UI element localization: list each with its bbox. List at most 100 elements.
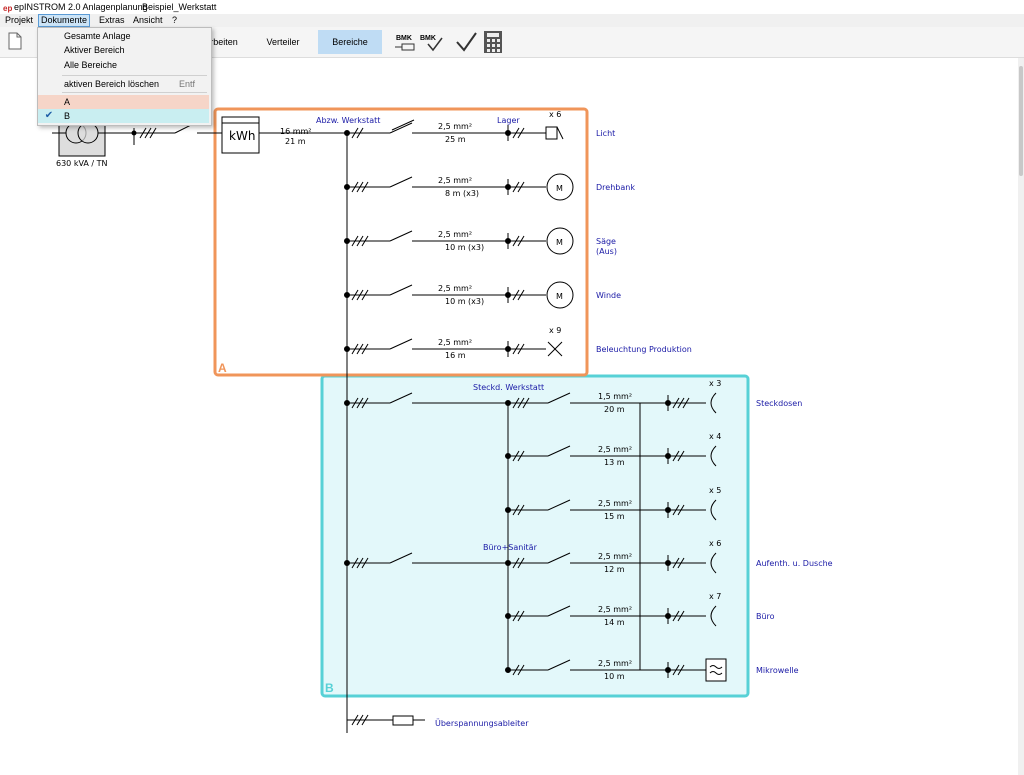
socket-icon bbox=[710, 605, 717, 627]
switch-contact bbox=[547, 392, 571, 404]
area-b-box[interactable] bbox=[320, 374, 750, 698]
switch-contact bbox=[389, 122, 413, 134]
cable-tick bbox=[512, 235, 520, 247]
switch-contact bbox=[389, 284, 413, 296]
cable-length: 15 m bbox=[604, 512, 625, 521]
cable-tick bbox=[512, 289, 520, 301]
dokumente-dropdown: Gesamte Anlage Aktiver Bereich Alle Bere… bbox=[37, 27, 212, 126]
cable-tick bbox=[361, 397, 369, 409]
cable-tick bbox=[361, 714, 369, 726]
cable-tick bbox=[361, 235, 369, 247]
tab-verteiler[interactable]: Verteiler bbox=[266, 37, 300, 47]
document-title: Beispiel_Werkstatt bbox=[142, 2, 217, 12]
load-label: Mikrowelle bbox=[756, 666, 799, 675]
menu-extras[interactable]: Extras bbox=[99, 15, 125, 25]
checkmark-icon[interactable] bbox=[453, 30, 479, 54]
area-a-box[interactable] bbox=[213, 107, 589, 377]
cross-section: 1,5 mm² bbox=[598, 392, 632, 401]
load-count: x 6 bbox=[709, 539, 721, 548]
cable-tick bbox=[682, 397, 690, 409]
area-b-label: B bbox=[325, 681, 334, 695]
switch-contact bbox=[389, 392, 413, 404]
menu-item-area-b[interactable]: ✔B bbox=[38, 109, 209, 123]
cable-tick bbox=[361, 343, 369, 355]
tab-bereiche[interactable]: Bereiche bbox=[318, 30, 382, 54]
switch-contact bbox=[547, 659, 571, 671]
cross-section: 2,5 mm² bbox=[438, 338, 472, 347]
socket-icon bbox=[710, 392, 717, 414]
cable-tick bbox=[512, 664, 520, 676]
cable-ticks-main bbox=[139, 127, 157, 139]
menu-item-aktiver-bereich[interactable]: Aktiver Bereich bbox=[38, 43, 209, 57]
area-b-title-1: Steckd. Werkstatt bbox=[473, 383, 544, 392]
menu-ansicht[interactable]: Ansicht bbox=[133, 15, 163, 25]
cable-length: 20 m bbox=[604, 405, 625, 414]
cable-tick bbox=[672, 664, 680, 676]
cable-tick bbox=[512, 557, 520, 569]
cable-tick bbox=[512, 343, 520, 355]
lamp-icon bbox=[545, 126, 558, 140]
menu-help[interactable]: ? bbox=[172, 15, 178, 25]
cable-tick bbox=[356, 557, 364, 569]
menu-item-label: Gesamte Anlage bbox=[64, 31, 131, 41]
menu-dokumente[interactable]: Dokumente bbox=[38, 14, 91, 27]
cable-tick bbox=[677, 610, 685, 622]
cable-tick bbox=[351, 127, 359, 139]
load-label: Beleuchtung Produktion bbox=[596, 345, 692, 354]
cable-tick bbox=[351, 181, 359, 193]
switch-contact bbox=[547, 499, 571, 511]
cable-tick bbox=[356, 397, 364, 409]
cable-tick bbox=[351, 397, 359, 409]
menu-item-label: A bbox=[64, 97, 71, 107]
cable-tick bbox=[361, 289, 369, 301]
cable-tick bbox=[672, 610, 680, 622]
app-title: epINSTROM 2.0 Anlagenplanung bbox=[14, 2, 148, 12]
cable-length: 16 m bbox=[445, 351, 466, 360]
cross-section: 2,5 mm² bbox=[598, 552, 632, 561]
cable-tick bbox=[517, 450, 525, 462]
load-count: x 4 bbox=[709, 432, 721, 441]
schematic-canvas[interactable]: A B 630 kVA / TN kWh 16 mm² 21 m Abzw. W… bbox=[0, 58, 1024, 775]
motor-symbol: M bbox=[556, 238, 563, 247]
menu-separator bbox=[62, 75, 207, 76]
menu-item-label: aktiven Bereich löschen bbox=[64, 79, 160, 89]
surge-label: Überspannungsableiter bbox=[435, 718, 529, 728]
load-count: x 7 bbox=[709, 592, 721, 601]
cable-tick bbox=[672, 450, 680, 462]
cable-tick bbox=[517, 397, 525, 409]
bmk-switch-icon[interactable]: BMK bbox=[392, 30, 418, 54]
scrollbar-thumb[interactable] bbox=[1019, 66, 1023, 176]
menu-item-area-a[interactable]: A bbox=[38, 95, 209, 109]
switch-contact bbox=[391, 119, 415, 131]
cable-tick bbox=[677, 664, 685, 676]
cable-length: 13 m bbox=[604, 458, 625, 467]
motor-symbol: M bbox=[556, 184, 563, 193]
socket-icon bbox=[710, 445, 717, 467]
menu-item-gesamte-anlage[interactable]: Gesamte Anlage bbox=[38, 29, 209, 43]
menu-item-label: B bbox=[64, 111, 71, 121]
calculator-icon[interactable] bbox=[483, 30, 503, 54]
new-document-icon[interactable] bbox=[8, 32, 22, 50]
bmk-check-icon[interactable]: BMK bbox=[418, 30, 444, 54]
cable-length: 14 m bbox=[604, 618, 625, 627]
cable-tick bbox=[677, 504, 685, 516]
cable-tick bbox=[677, 557, 685, 569]
cable-tick bbox=[677, 450, 685, 462]
menu-item-alle-bereiche[interactable]: Alle Bereiche bbox=[38, 58, 209, 72]
cable-tick bbox=[517, 664, 525, 676]
load-count: x 9 bbox=[549, 326, 561, 335]
cable-tick bbox=[677, 397, 685, 409]
bmk-label-2: BMK bbox=[420, 35, 436, 42]
cable-tick bbox=[672, 557, 680, 569]
cable-tick bbox=[351, 714, 359, 726]
switch-contact bbox=[389, 552, 413, 564]
switch-contact bbox=[389, 176, 413, 188]
cable-tick bbox=[361, 181, 369, 193]
cable-tick bbox=[512, 610, 520, 622]
load-label-2: (Aus) bbox=[596, 247, 617, 256]
menu-projekt[interactable]: Projekt bbox=[5, 15, 34, 25]
bmk-label: BMK bbox=[396, 35, 412, 42]
tab-bearbeiten[interactable]: rbeiten bbox=[210, 37, 238, 47]
vertical-scrollbar[interactable] bbox=[1018, 58, 1024, 775]
